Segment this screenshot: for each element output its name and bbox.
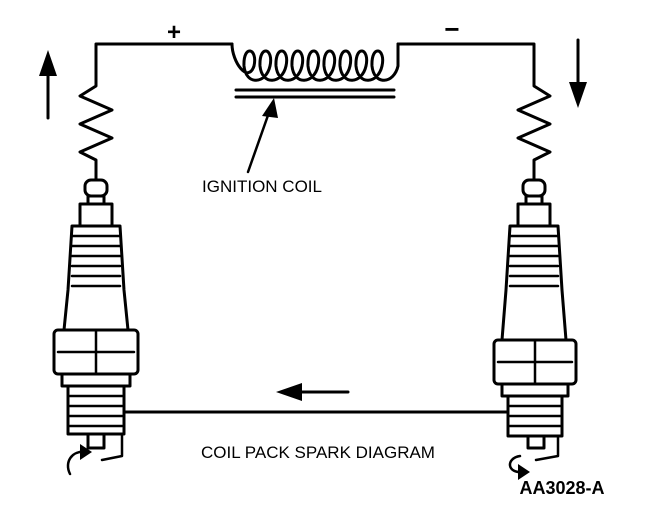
left-plug-insulator: [62, 224, 130, 332]
right-spark-plug: [492, 178, 578, 462]
left-spark-plug: [52, 178, 140, 462]
right-plug-upper-insulator: [516, 202, 552, 228]
top-wire-right: [396, 42, 536, 70]
left-spark-arrowhead: [80, 444, 92, 460]
left-plug-gasket: [60, 372, 132, 388]
right-plug-electrode: [526, 434, 546, 450]
arrow-up-icon: [39, 50, 57, 120]
minus-polarity-label: −: [444, 14, 459, 44]
plus-polarity-label: +: [167, 19, 181, 46]
right-plug-gasket: [500, 382, 570, 398]
left-plug-threads: [68, 394, 124, 428]
right-plug-threads: [508, 404, 562, 428]
diagram-caption: COIL PACK SPARK DIAGRAM: [201, 443, 435, 462]
arrow-up-head: [39, 50, 57, 76]
arrow-left-icon: [276, 383, 350, 401]
left-plug-electrode: [86, 432, 106, 450]
top-wire-left: [94, 42, 234, 70]
left-plug-terminal: [83, 178, 109, 198]
arrow-down-head: [569, 82, 587, 108]
right-plug-insulator: [500, 224, 568, 342]
arrow-left-head: [276, 383, 302, 401]
left-plug-ribs: [70, 234, 122, 288]
coil-winding: [230, 42, 400, 82]
left-resistor: [78, 66, 114, 182]
top-wire: [94, 42, 536, 70]
left-plug-ground-electrode: [100, 432, 124, 462]
ignition-coil: [230, 42, 400, 99]
right-resistor: [516, 66, 552, 182]
left-plug-upper-insulator: [78, 202, 114, 228]
figure-code: AA3028-A: [519, 478, 604, 498]
right-plug-terminal: [521, 178, 547, 198]
arrow-down-icon: [569, 38, 587, 108]
right-plug-ground-electrode: [534, 434, 560, 462]
coil-leader: [246, 98, 278, 174]
coil-leader-arrowhead: [262, 98, 278, 118]
right-spark-arrowhead: [518, 464, 530, 480]
right-plug-ribs: [508, 234, 560, 288]
ignition-coil-label: IGNITION COIL: [202, 177, 322, 196]
spark-arc-icon: [66, 444, 530, 480]
